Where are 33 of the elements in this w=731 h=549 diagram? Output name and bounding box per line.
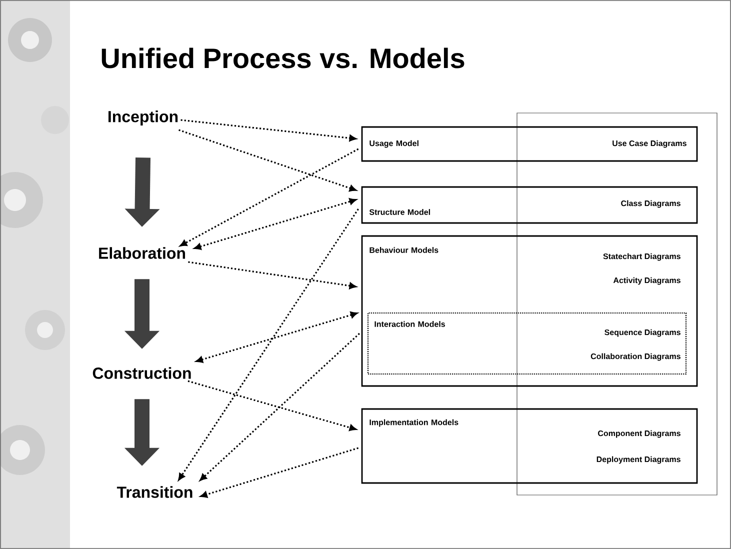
arrow — [200, 332, 360, 481]
diagram-type: Sequence Diagrams — [604, 329, 680, 337]
model-name: Usage Model — [370, 140, 418, 148]
phase-label: Construction — [92, 367, 191, 379]
diagram-type: Collaboration Diagrams — [590, 353, 680, 361]
phase-label: Inception — [108, 110, 178, 126]
model-box — [361, 235, 698, 387]
diagram-type: Activity Diagrams — [613, 277, 680, 285]
phase-label: Transition — [116, 486, 192, 498]
diagram-type: Class Diagrams — [621, 200, 680, 208]
arrow — [188, 380, 356, 431]
diagram-type: Component Diagrams — [598, 430, 680, 438]
diagram-type: Use Case Diagrams — [612, 140, 686, 148]
arrow — [178, 129, 356, 192]
arrow — [178, 208, 359, 480]
model-name: Interaction Models — [374, 321, 445, 327]
title: Unified Process vs. Models — [102, 48, 464, 68]
model-box — [361, 126, 698, 162]
diagram-type: Deployment Diagrams — [596, 456, 680, 464]
model-name: Structure Model — [369, 209, 430, 215]
phase-label: Elaboration — [99, 247, 186, 259]
arrow — [200, 447, 359, 498]
model-name: Behaviour Models — [370, 247, 438, 253]
model-box — [361, 186, 698, 224]
arrow — [180, 119, 356, 142]
diagram-type: Statechart Diagrams — [603, 253, 680, 261]
arrow — [180, 148, 359, 246]
arrow — [194, 198, 356, 250]
model-name: Implementation Models — [370, 419, 458, 427]
model-box — [361, 408, 698, 484]
dotted-group-box — [367, 312, 687, 375]
arrow — [196, 312, 358, 363]
arrow — [188, 261, 356, 290]
